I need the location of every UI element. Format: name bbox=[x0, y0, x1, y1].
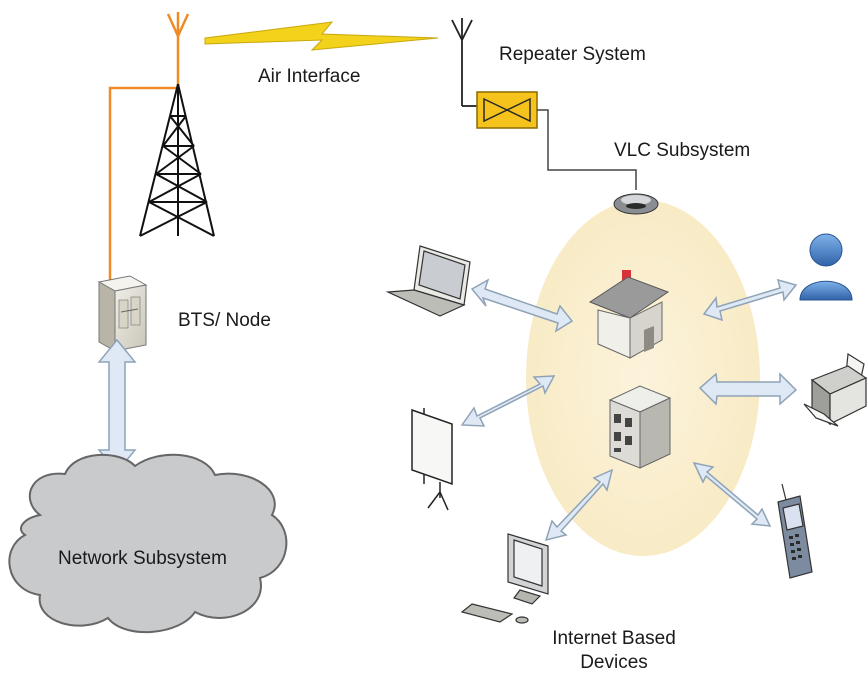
cloud-icon bbox=[8, 453, 288, 634]
device-arrows bbox=[460, 278, 798, 542]
printer-icon bbox=[803, 352, 867, 427]
desktop-computer-icon bbox=[460, 533, 549, 624]
bts-node-label: BTS/ Node bbox=[178, 310, 271, 331]
internet-devices-label-line1: Internet Based bbox=[552, 628, 676, 649]
repeater-antenna-icon bbox=[451, 18, 477, 107]
vlc-light-icon bbox=[613, 193, 659, 215]
laptop-icon bbox=[385, 245, 471, 317]
arrow-house-user bbox=[702, 278, 798, 322]
coverage-zone bbox=[526, 200, 760, 556]
internet-devices-label-line2: Devices bbox=[580, 652, 648, 673]
arrow-building-phone bbox=[692, 461, 772, 527]
mobile-phone-icon bbox=[777, 483, 813, 579]
tower-icon bbox=[139, 83, 215, 237]
feed-line bbox=[108, 86, 178, 280]
bts-cloud-arrow bbox=[97, 338, 137, 474]
air-interface-label: Air Interface bbox=[258, 66, 361, 87]
bts-antenna-icon bbox=[166, 12, 190, 88]
repeater-system-label: Repeater System bbox=[499, 44, 646, 65]
arrow-projector-house bbox=[460, 375, 556, 427]
house-icon bbox=[588, 270, 670, 359]
projector-screen-icon bbox=[411, 408, 453, 511]
network-subsystem-label: Network Subsystem bbox=[58, 548, 227, 569]
arrow-desktop-building bbox=[544, 468, 614, 542]
air-interface-zigzag bbox=[204, 21, 439, 51]
bts-cabinet-icon bbox=[97, 275, 148, 352]
vlc-subsystem-label: VLC Subsystem bbox=[614, 140, 751, 161]
arrow-laptop-house bbox=[470, 278, 574, 333]
arrow-building-printer bbox=[698, 372, 798, 406]
repeater-link bbox=[537, 109, 637, 190]
user-icon bbox=[799, 233, 853, 301]
building-icon bbox=[608, 385, 672, 469]
repeater-box-icon bbox=[476, 91, 538, 129]
